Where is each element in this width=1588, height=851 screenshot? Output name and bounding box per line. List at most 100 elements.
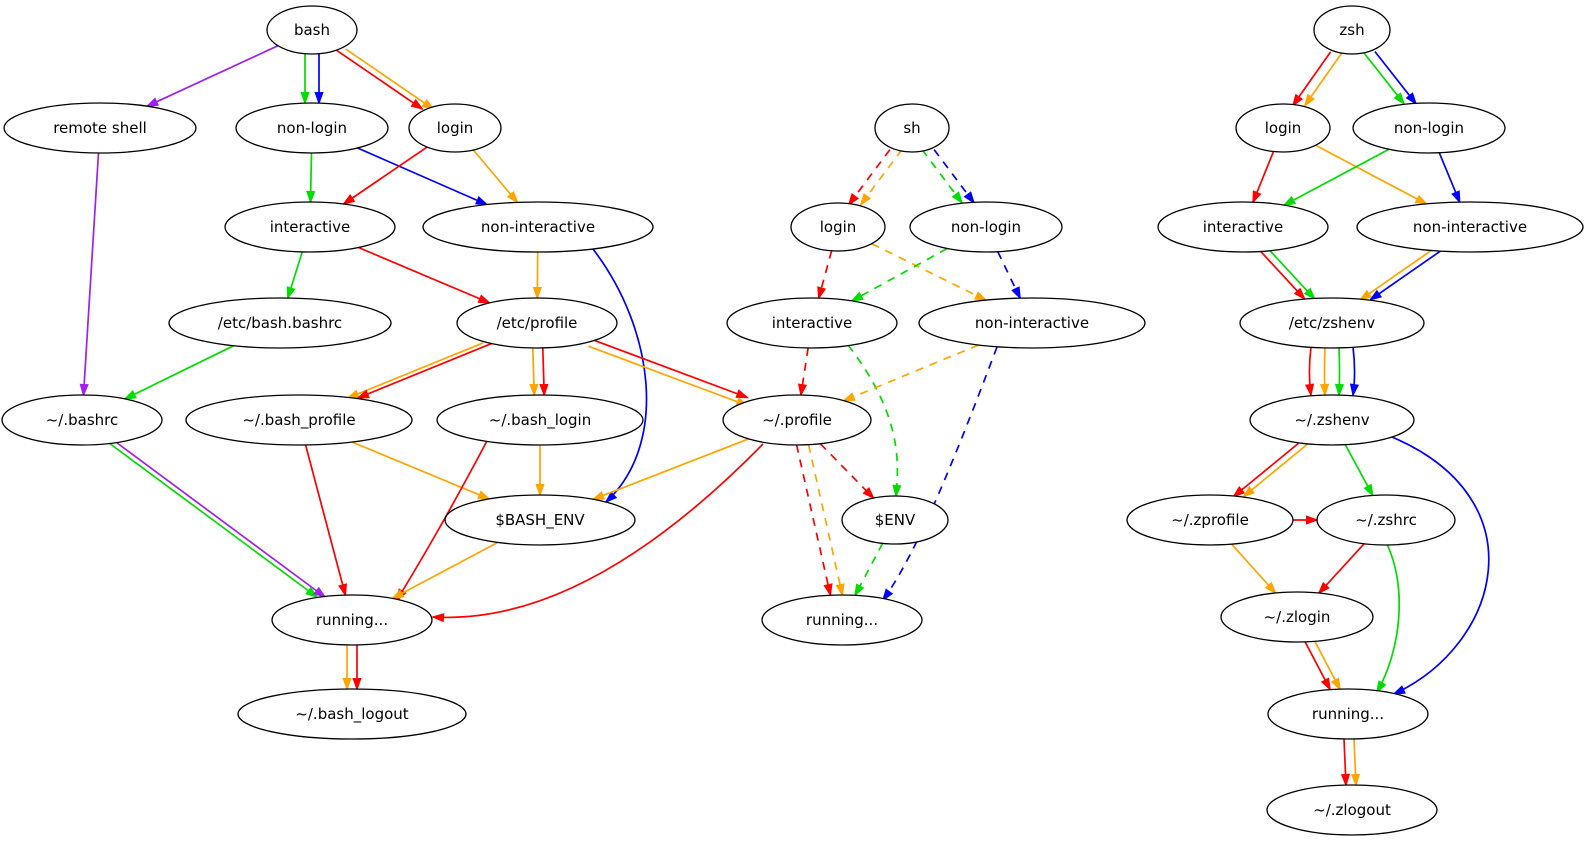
edge-sh-non-login-sh-interactive-green bbox=[850, 247, 948, 302]
arrowhead-icon bbox=[1405, 92, 1418, 106]
arrowhead-icon bbox=[1330, 677, 1341, 692]
edge-zsh-interactive-etc-zshenv-green bbox=[1269, 250, 1316, 301]
edge-zsh-non-interactive-etc-zshenv-orange bbox=[1358, 250, 1432, 301]
edge-zsh-login-zsh-interactive-red bbox=[1252, 151, 1275, 204]
node-ellipse-etc-bash-bashrc bbox=[168, 297, 392, 349]
node-label-bash-login: login bbox=[437, 119, 474, 137]
edge-zsh-non-login-zsh-non-interactive-blue bbox=[1438, 152, 1461, 204]
arrowhead-icon bbox=[342, 678, 352, 691]
edge-line bbox=[1374, 50, 1417, 105]
edge-etc-zshenv-zshenv-red bbox=[1305, 347, 1315, 397]
edge-bash-bash-login-red bbox=[334, 48, 424, 110]
edge-line bbox=[108, 442, 318, 598]
arrowhead-icon bbox=[1392, 685, 1406, 695]
arrowhead-icon bbox=[342, 194, 356, 206]
node-bash-login-file: ~/.bash_login bbox=[436, 394, 644, 446]
arrowhead-icon bbox=[1368, 289, 1383, 301]
node-zshenv: ~/.zshenv bbox=[1249, 394, 1415, 446]
edge-zshenv-zshrc-green bbox=[1344, 444, 1374, 498]
node-label-sh-login: login bbox=[820, 218, 857, 236]
node-ellipse-bash-env bbox=[444, 494, 636, 546]
edge-zshenv-zprofile-red bbox=[1232, 442, 1299, 498]
node-ellipse-bash bbox=[266, 5, 358, 55]
edge-etc-profile-profile-red bbox=[588, 337, 750, 399]
arrowhead-icon bbox=[854, 583, 865, 598]
node-ellipse-sh-login bbox=[790, 202, 886, 252]
node-ellipse-sh-running bbox=[761, 594, 923, 646]
arrowhead-icon bbox=[859, 193, 871, 207]
node-bashrc: ~/.bashrc bbox=[1, 394, 163, 446]
node-ellipse-zsh-running bbox=[1267, 688, 1429, 740]
arrowhead-icon bbox=[842, 392, 856, 402]
edge-zsh-non-interactive-etc-zshenv-blue bbox=[1368, 250, 1442, 301]
edge-bash-login-file-bash-env-orange bbox=[535, 445, 545, 497]
edge-profile-env-red bbox=[819, 443, 875, 500]
arrowhead-icon bbox=[892, 484, 902, 498]
arrowhead-icon bbox=[431, 613, 445, 623]
edge-profile-sh-running-red bbox=[795, 444, 833, 597]
node-ellipse-bash-non-interactive bbox=[422, 201, 654, 253]
edge-sh-interactive-env-green bbox=[847, 344, 902, 498]
node-label-etc-profile: /etc/profile bbox=[497, 314, 578, 332]
node-ellipse-bash-non-login bbox=[235, 102, 389, 154]
arrowhead-icon bbox=[535, 484, 545, 497]
node-label-sh-non-login: non-login bbox=[951, 218, 1021, 236]
edge-bash-running-bash-logout-orange bbox=[342, 645, 352, 691]
edge-line bbox=[795, 444, 832, 596]
edge-sh-sh-login-orange bbox=[859, 149, 903, 207]
node-ellipse-zsh-login bbox=[1235, 103, 1331, 153]
node-ellipse-remote-shell bbox=[3, 102, 197, 154]
edge-remote-shell-bashrc-purple bbox=[79, 152, 100, 397]
arrowhead-icon bbox=[390, 589, 405, 600]
arrowhead-icon bbox=[1350, 773, 1361, 787]
edge-line bbox=[871, 242, 987, 301]
node-etc-profile: /etc/profile bbox=[456, 297, 618, 349]
node-bash-logout: ~/.bash_logout bbox=[237, 688, 467, 740]
edge-line bbox=[146, 44, 279, 107]
node-ellipse-etc-zshenv bbox=[1239, 297, 1425, 349]
node-label-etc-bash-bashrc: /etc/bash.bashrc bbox=[218, 314, 342, 332]
edge-etc-profile-bash-profile-orange bbox=[346, 342, 484, 399]
edge-etc-bash-bashrc-bashrc-green bbox=[123, 344, 234, 400]
node-bash-interactive: interactive bbox=[224, 201, 396, 253]
arrowhead-icon bbox=[1414, 194, 1429, 205]
edge-line bbox=[82, 152, 100, 396]
edge-line bbox=[1283, 148, 1390, 206]
edge-line bbox=[345, 48, 434, 110]
arrowhead-icon bbox=[1305, 383, 1315, 397]
edge-line bbox=[592, 248, 648, 503]
edge-bash-non-interactive-bash-env-blue bbox=[592, 248, 648, 504]
node-label-etc-zshenv: /etc/zshenv bbox=[1289, 314, 1375, 332]
edge-bash-interactive-etc-profile-red bbox=[358, 246, 492, 304]
edge-sh-interactive-profile-red bbox=[798, 347, 809, 397]
node-remote-shell: remote shell bbox=[3, 102, 197, 154]
node-ellipse-zlogout bbox=[1266, 784, 1438, 836]
node-label-sh-non-interactive: non-interactive bbox=[975, 314, 1089, 332]
edge-profile-bash-env-orange bbox=[591, 438, 749, 501]
node-label-bash-non-interactive: non-interactive bbox=[481, 218, 595, 236]
edge-zsh-login-zsh-non-interactive-orange bbox=[1315, 144, 1429, 205]
edge-profile-bash-running-red bbox=[431, 443, 764, 623]
edge-zsh-non-login-zsh-interactive-green bbox=[1282, 148, 1390, 207]
arrowhead-icon bbox=[1291, 93, 1303, 108]
node-ellipse-bash-logout bbox=[237, 688, 467, 740]
arrowhead-icon bbox=[1232, 486, 1246, 498]
node-ellipse-zsh bbox=[1313, 5, 1391, 55]
edge-line bbox=[1243, 442, 1309, 498]
arrowhead-icon bbox=[506, 191, 519, 204]
node-etc-zshenv: /etc/zshenv bbox=[1239, 297, 1425, 349]
arrowhead-icon bbox=[1320, 677, 1331, 692]
node-bash-login: login bbox=[408, 103, 502, 153]
node-profile: ~/.profile bbox=[722, 394, 872, 446]
arrowhead-icon bbox=[1282, 195, 1296, 207]
node-zprofile: ~/.zprofile bbox=[1126, 494, 1294, 546]
edge-bash-non-interactive-etc-profile-orange bbox=[532, 251, 542, 300]
edge-etc-profile-bash-login-file-orange bbox=[529, 347, 539, 397]
edge-line bbox=[392, 541, 499, 600]
arrowhead-icon bbox=[286, 286, 296, 300]
edge-line bbox=[351, 441, 490, 500]
node-zsh-non-interactive: non-interactive bbox=[1356, 201, 1584, 253]
node-label-zsh-running: running... bbox=[1312, 705, 1384, 723]
arrowhead-icon bbox=[123, 390, 137, 400]
node-label-sh: sh bbox=[903, 119, 920, 137]
